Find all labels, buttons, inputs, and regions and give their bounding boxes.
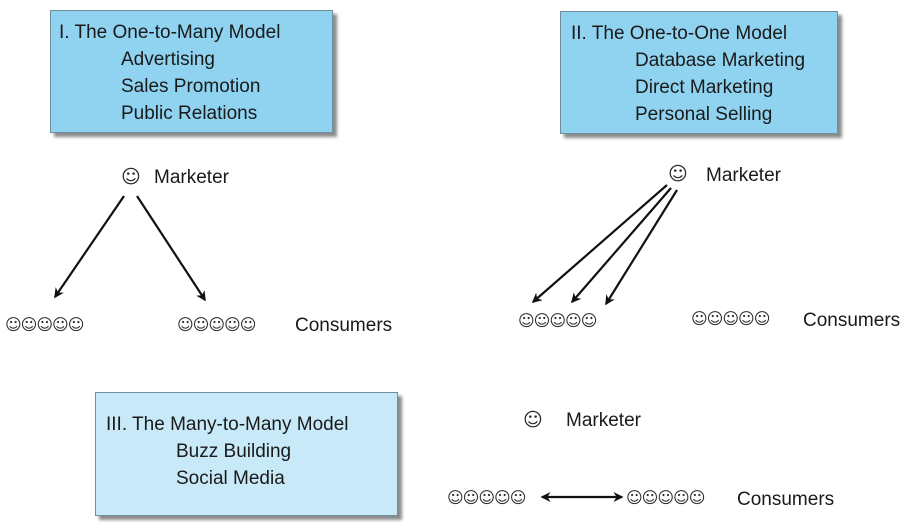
arrow-marketer-to-consumer — [531, 184, 668, 303]
many-to-many-item: Social Media — [176, 468, 285, 489]
consumer-group-icon: ☺☺☺☺☺ — [177, 315, 256, 334]
consumers-label: Consumers — [803, 310, 901, 331]
one-to-one-item: Personal Selling — [635, 104, 773, 125]
one-to-one-title: II. The One-to-One Model — [571, 23, 788, 44]
consumer-group-icon: ☺☺☺☺☺ — [5, 315, 84, 334]
one-to-many-item: Sales Promotion — [121, 76, 261, 97]
consumer-group-icon: ☺☺☺☺☺ — [626, 488, 705, 507]
one-to-one-box: II. The One-to-One Model Database Market… — [560, 11, 838, 134]
arrow-marketer-to-consumer — [571, 187, 672, 304]
marketer-label: Marketer — [154, 167, 229, 188]
one-to-many-item: Public Relations — [121, 103, 258, 124]
consumer-group-icon: ☺☺☺☺☺ — [447, 488, 526, 507]
one-to-many-item: Advertising — [121, 49, 215, 70]
consumers-label: Consumers — [737, 489, 835, 510]
one-to-many-title: I. The One-to-Many Model — [59, 22, 281, 43]
one-to-many-box: I. The One-to-Many Model Advertising Sal… — [50, 10, 333, 133]
arrow-marketer-to-consumers — [136, 195, 206, 302]
marketer-smiley-icon: ☺ — [668, 163, 688, 185]
one-to-one-item: Direct Marketing — [635, 77, 774, 98]
arrow-marketer-to-consumers — [54, 195, 125, 299]
many-to-many-box: III. The Many-to-Many Model Buzz Buildin… — [95, 392, 398, 516]
many-to-many-item: Buzz Building — [176, 441, 292, 462]
marketer-smiley-icon: ☺ — [121, 166, 141, 188]
consumers-label: Consumers — [295, 315, 393, 336]
consumer-group-icon: ☺☺☺☺☺ — [691, 309, 770, 328]
consumer-group-icon: ☺☺☺☺☺ — [518, 311, 597, 330]
marketer-label: Marketer — [566, 410, 641, 431]
marketer-smiley-icon: ☺ — [523, 409, 543, 431]
arrow-marketer-to-consumer — [605, 189, 678, 306]
many-to-many-title: III. The Many-to-Many Model — [106, 414, 349, 435]
one-to-one-item: Database Marketing — [635, 50, 806, 71]
marketer-label: Marketer — [706, 165, 781, 186]
